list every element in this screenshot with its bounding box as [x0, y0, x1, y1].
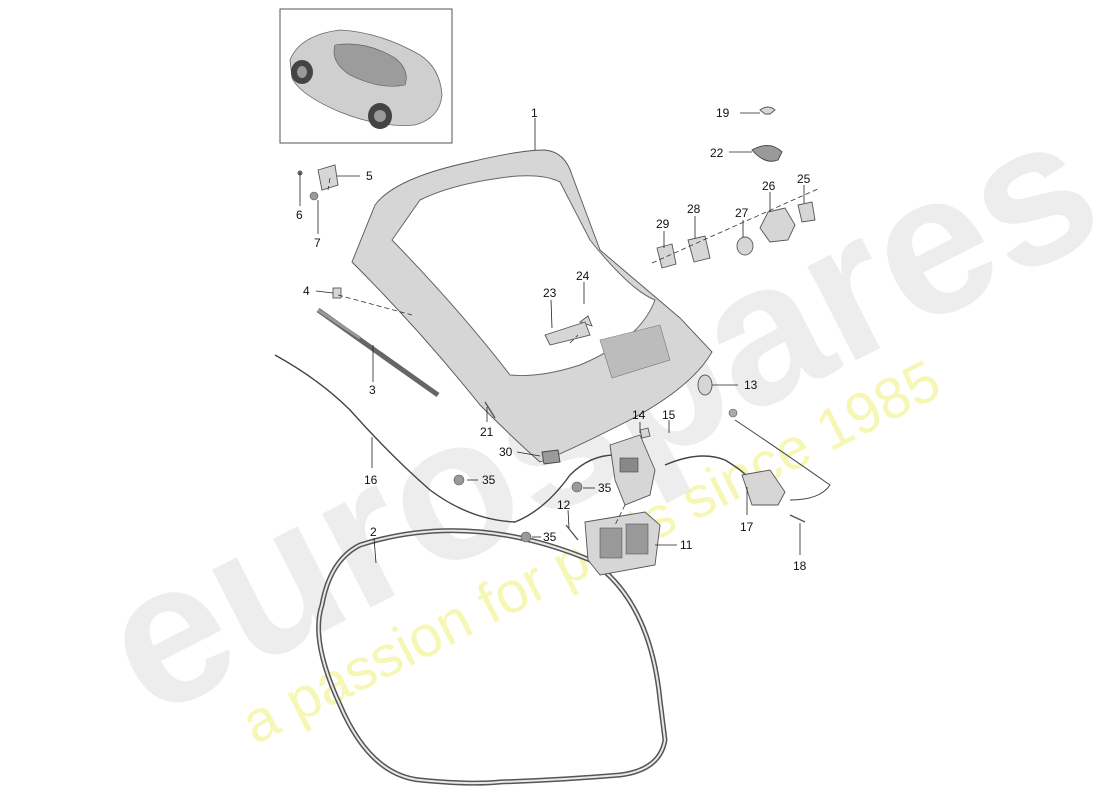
- callout-17: 17: [740, 520, 754, 534]
- callout-7: 7: [314, 236, 321, 250]
- callout-6: 6: [296, 208, 303, 222]
- callout-14: 14: [632, 408, 646, 422]
- callout-30: 30: [499, 445, 513, 459]
- vehicle-thumbnail: [279, 8, 453, 144]
- callout-16: 16: [364, 473, 378, 487]
- callout-25: 25: [797, 172, 811, 186]
- assembly-lines: [327, 177, 821, 526]
- callout-35a: 35: [482, 473, 496, 487]
- callout-27: 27: [735, 206, 749, 220]
- rear-lid: [351, 149, 713, 463]
- callout-24: 24: [576, 269, 590, 283]
- sensor-wire: [734, 419, 831, 501]
- callout-12: 12: [557, 498, 571, 512]
- callout-23: 23: [543, 286, 557, 300]
- callout-26: 26: [762, 179, 776, 193]
- small-parts: [297, 106, 816, 543]
- callout-5: 5: [366, 169, 373, 183]
- release-cable: [274, 354, 616, 523]
- callout-3: 3: [369, 383, 376, 397]
- callout-2: 2: [370, 525, 377, 539]
- callout-18: 18: [793, 559, 807, 573]
- leader-lines: [299, 112, 805, 564]
- callout-35b: 35: [598, 481, 612, 495]
- lock-latch: [584, 511, 661, 576]
- callout-labels: 1 2 3 4 5 6 7 11 12 13 14 15 16 17 18 19…: [296, 106, 811, 573]
- lock-mechanism: [609, 434, 656, 506]
- callout-21: 21: [480, 425, 494, 439]
- callout-29: 29: [656, 217, 670, 231]
- callout-35c: 35: [543, 530, 557, 544]
- gas-strut: [316, 307, 440, 398]
- callout-22: 22: [710, 146, 724, 160]
- callout-15: 15: [662, 408, 676, 422]
- emergency-release: [741, 469, 786, 506]
- callout-28: 28: [687, 202, 701, 216]
- callout-1: 1: [531, 106, 538, 120]
- callout-11: 11: [680, 538, 693, 552]
- callout-19: 19: [716, 106, 730, 120]
- callout-13: 13: [744, 378, 758, 392]
- callout-4: 4: [303, 284, 310, 298]
